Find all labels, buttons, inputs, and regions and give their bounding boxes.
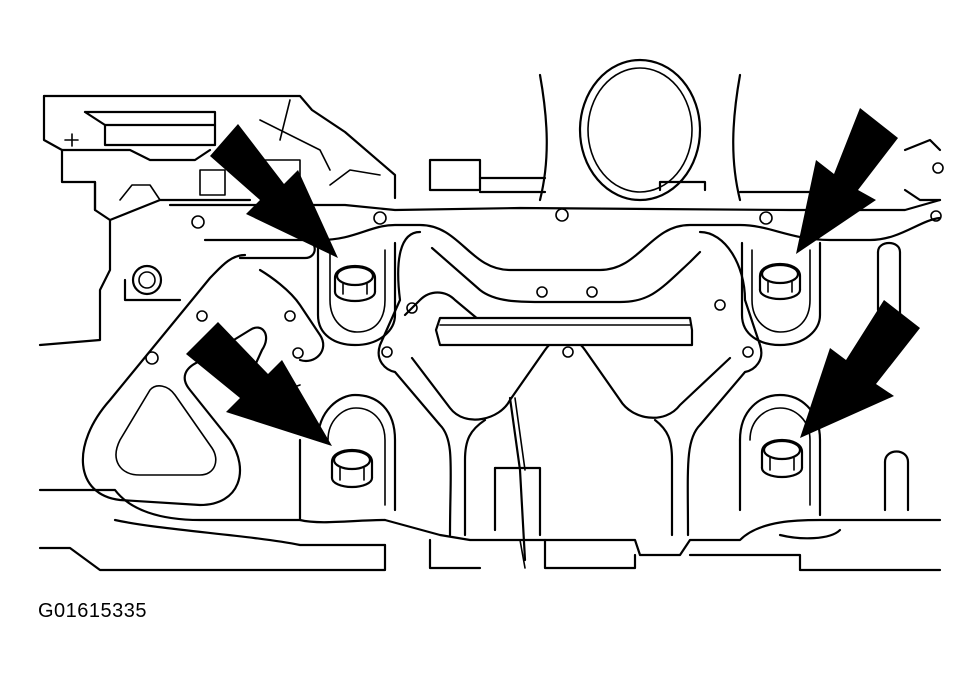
bolt-upper-right <box>758 263 802 301</box>
bolt-upper-left <box>333 265 377 303</box>
block-casting-lower <box>38 488 942 572</box>
bolt-lower-right <box>760 439 804 479</box>
block-casting-upper <box>38 58 944 347</box>
figure-id-label: G01615335 <box>38 600 148 622</box>
arrow-lower-left-bolt <box>186 322 332 446</box>
bolt-lower-left <box>330 449 374 489</box>
arrow-lower-right-bolt <box>800 300 920 438</box>
gasket-flange <box>81 198 942 562</box>
arrow-upper-left-bolt <box>210 124 338 258</box>
arrow-upper-right-bolt <box>796 108 898 254</box>
